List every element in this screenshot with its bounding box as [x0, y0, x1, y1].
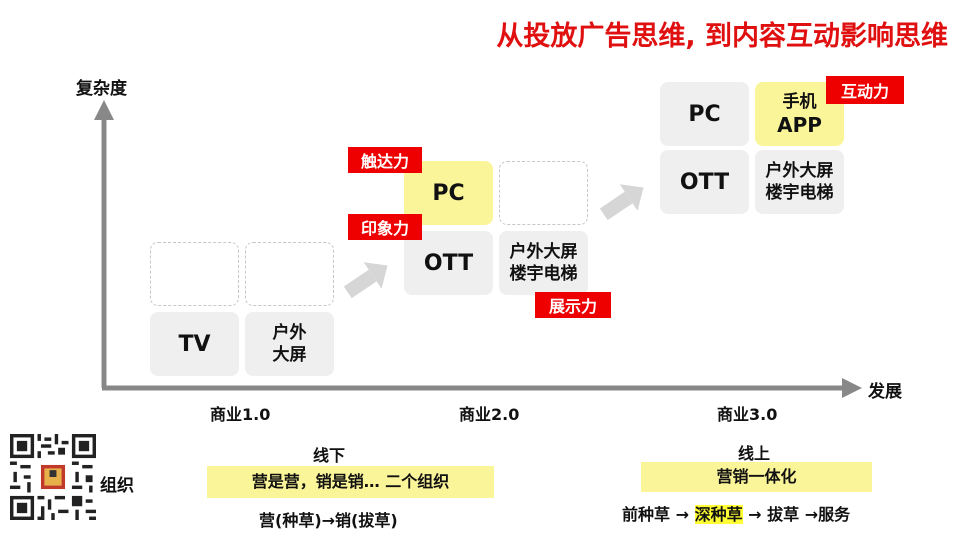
offline-highlight: 营是营，销是销… 二个组织 — [207, 466, 494, 498]
online-flow-end: → 拔草 →服务 — [742, 505, 851, 524]
stage-label: 商业1.0 — [210, 405, 271, 424]
outdoor-label-line2: 大屏 — [272, 345, 307, 365]
tag-reach: 触达力 — [348, 147, 422, 173]
ott-label: OTT — [679, 169, 730, 195]
pc-label: PC — [688, 101, 721, 127]
online-flow: 前种草 → 深种草 → 拔草 →服务 — [622, 501, 850, 525]
offline-heading: 线下 — [313, 446, 346, 465]
pc-box: PC — [660, 82, 749, 146]
online-highlight: 营销一体化 — [641, 462, 872, 492]
tv-label: TV — [178, 331, 211, 357]
x-axis-arrowhead — [842, 378, 862, 398]
offline-flow: 营(种草)→销(拔草) — [259, 511, 398, 530]
placeholder-box — [245, 242, 334, 306]
y-axis-arrowhead — [94, 100, 114, 120]
pc-label: PC — [432, 180, 465, 206]
outdoor-label-line1: 户外大屏 — [509, 242, 578, 262]
online-heading: 线上 — [738, 444, 771, 463]
app-label-line1: 手机 — [782, 92, 817, 112]
tag-interaction: 互动力 — [826, 76, 904, 104]
outdoor-elevator-box: 户外大屏 楼宇电梯 — [499, 231, 588, 295]
online-flow-start: 前种草 → — [622, 505, 695, 524]
mobile-app-box: 手机 APP — [755, 82, 844, 146]
online-flow-emphasis: 深种草 — [694, 505, 743, 524]
ott-box: OTT — [404, 231, 493, 295]
stage-label: 商业3.0 — [717, 405, 778, 424]
app-label-line2: APP — [777, 113, 822, 137]
placeholder-box — [499, 161, 588, 225]
ott-box: OTT — [660, 150, 749, 214]
tv-box: TV — [150, 312, 239, 376]
stage-label: 商业2.0 — [459, 405, 520, 424]
arrow-right-icon — [599, 184, 644, 221]
outdoor-label-line1: 户外大屏 — [765, 161, 834, 181]
outdoor-label-line2: 楼宇电梯 — [765, 183, 834, 203]
page-title: 从投放广告思维, 到内容互动影响思维 — [496, 21, 948, 52]
qr-code-icon — [10, 434, 96, 520]
x-axis-label: 发展 — [868, 382, 902, 402]
tag-display: 展示力 — [535, 292, 611, 318]
outdoor-elevator-box: 户外大屏 楼宇电梯 — [755, 150, 844, 214]
outdoor-label-line2: 楼宇电梯 — [509, 264, 578, 284]
arrow-right-icon — [343, 262, 388, 299]
placeholder-box — [150, 242, 239, 306]
ott-label: OTT — [423, 250, 474, 276]
outdoor-label-line1: 户外 — [272, 323, 307, 343]
organization-label: 组织 — [100, 476, 134, 496]
outdoor-screen-box: 户外 大屏 — [245, 312, 334, 376]
tag-impression: 印象力 — [348, 214, 422, 240]
y-axis-label: 复杂度 — [76, 79, 127, 99]
